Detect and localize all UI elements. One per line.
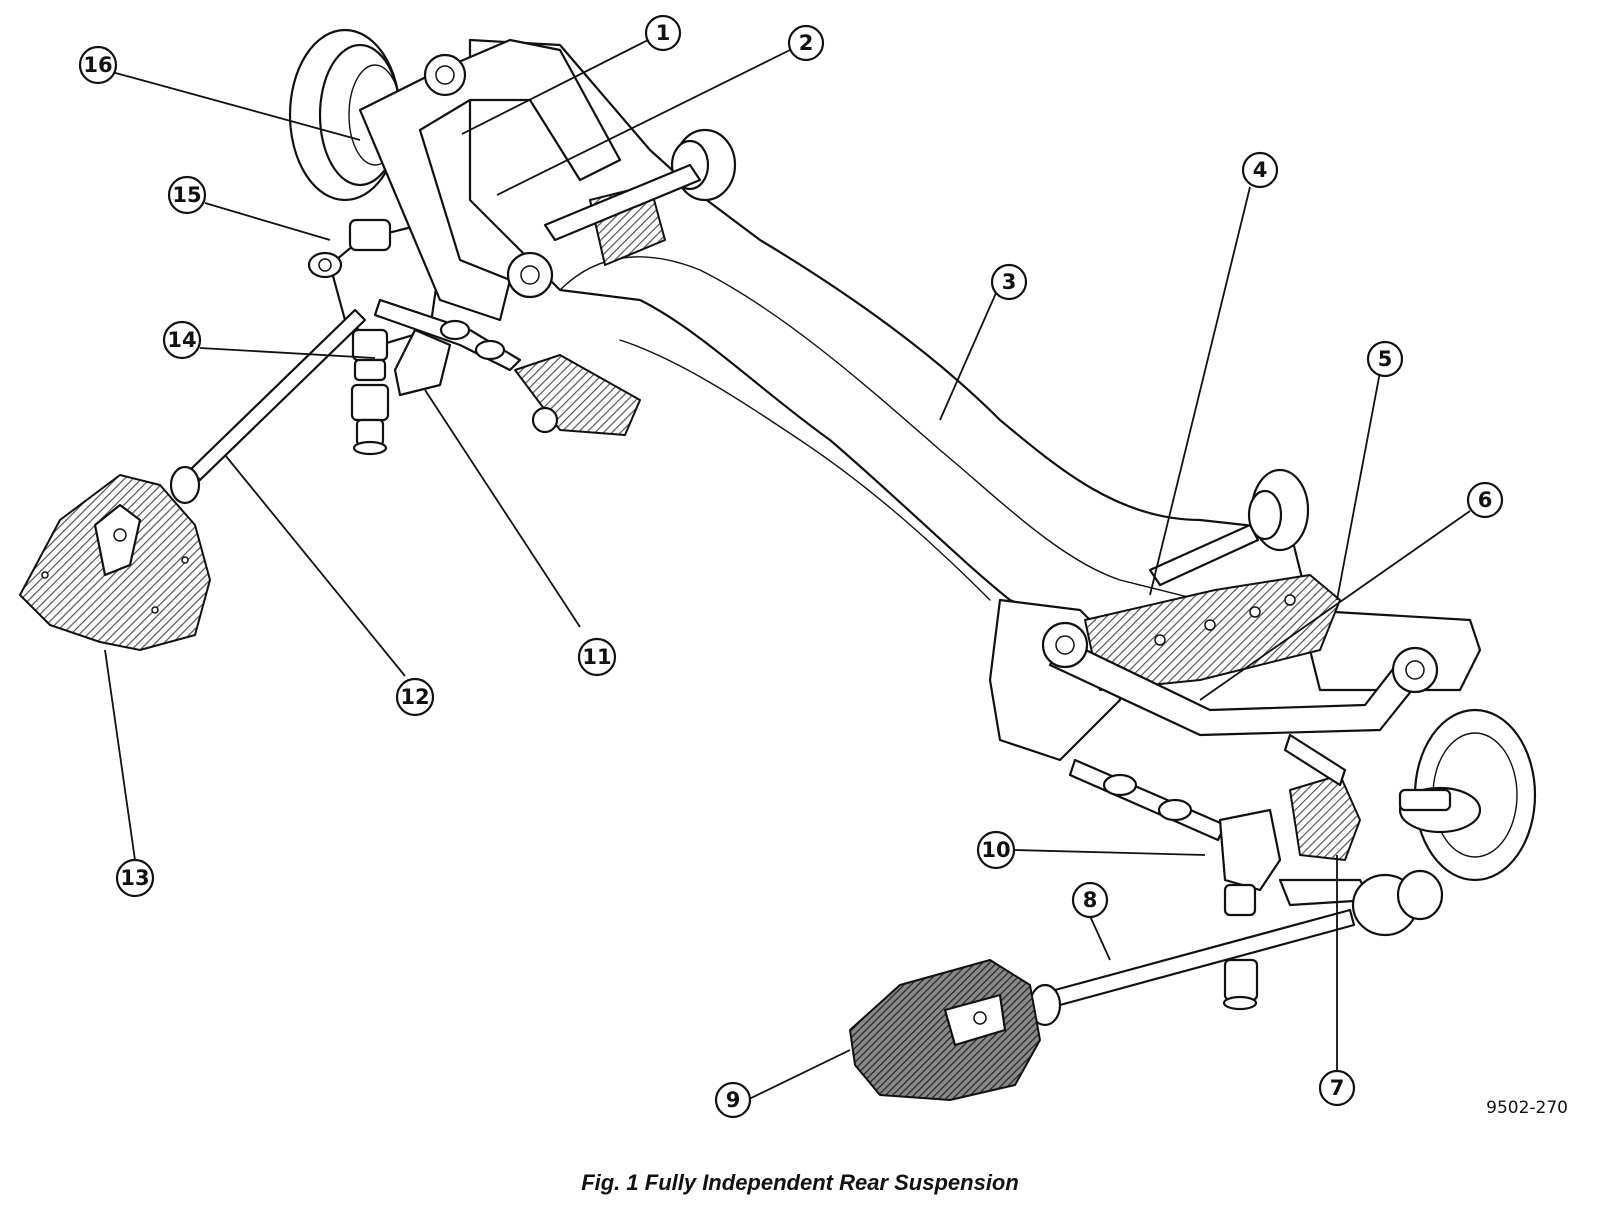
- svg-text:9: 9: [726, 1088, 741, 1112]
- callout-4: 4: [1241, 151, 1279, 189]
- svg-text:3: 3: [1002, 270, 1017, 294]
- figure-caption: Fig. 1 Fully Independent Rear Suspension: [581, 1170, 1019, 1195]
- callout-1: 1: [644, 14, 682, 52]
- right-strut-rod: [1028, 869, 1444, 1027]
- callout-8: 8: [1071, 881, 1109, 919]
- svg-text:13: 13: [120, 866, 149, 890]
- right-hub-assembly: [1289, 708, 1537, 882]
- callout-13: 13: [115, 858, 155, 898]
- leader-lines: [104, 39, 1471, 1100]
- callout-15: 15: [167, 175, 207, 215]
- svg-text:7: 7: [1330, 1076, 1345, 1100]
- callout-12: 12: [395, 677, 435, 717]
- callout-16: 16: [78, 45, 118, 85]
- callout-2: 2: [787, 24, 825, 62]
- svg-text:1: 1: [656, 21, 671, 45]
- left-toe-link: [373, 298, 522, 397]
- svg-text:5: 5: [1378, 347, 1393, 371]
- right-knuckle-assembly: [1218, 808, 1372, 1011]
- callout-3: 3: [990, 263, 1028, 301]
- svg-text:14: 14: [167, 328, 196, 352]
- callout-7: 7: [1318, 1069, 1356, 1107]
- callout-5: 5: [1366, 340, 1404, 378]
- right-strut-rod-bracket: [849, 959, 1041, 1101]
- svg-text:6: 6: [1478, 488, 1493, 512]
- svg-text:11: 11: [582, 645, 611, 669]
- left-pivot-bushing: [506, 128, 737, 299]
- callout-6: 6: [1466, 481, 1504, 519]
- left-strut-rod: [169, 308, 367, 505]
- callout-11: 11: [577, 637, 617, 677]
- svg-text:16: 16: [83, 53, 112, 77]
- figure-identifier: 9502-270: [1486, 1098, 1568, 1118]
- svg-text:10: 10: [981, 838, 1010, 862]
- svg-text:8: 8: [1083, 888, 1098, 912]
- upper-control-arm-left: [358, 38, 622, 322]
- callout-9: 9: [714, 1081, 752, 1119]
- left-strut-rod-bracket: [19, 474, 211, 651]
- svg-text:15: 15: [172, 183, 201, 207]
- svg-text:4: 4: [1253, 158, 1268, 182]
- svg-text:2: 2: [799, 31, 814, 55]
- right-toe-link: [1068, 733, 1347, 842]
- svg-text:12: 12: [400, 685, 429, 709]
- callout-14: 14: [162, 320, 202, 360]
- right-upper-arm-assembly: [1041, 468, 1439, 737]
- callout-10: 10: [976, 830, 1016, 870]
